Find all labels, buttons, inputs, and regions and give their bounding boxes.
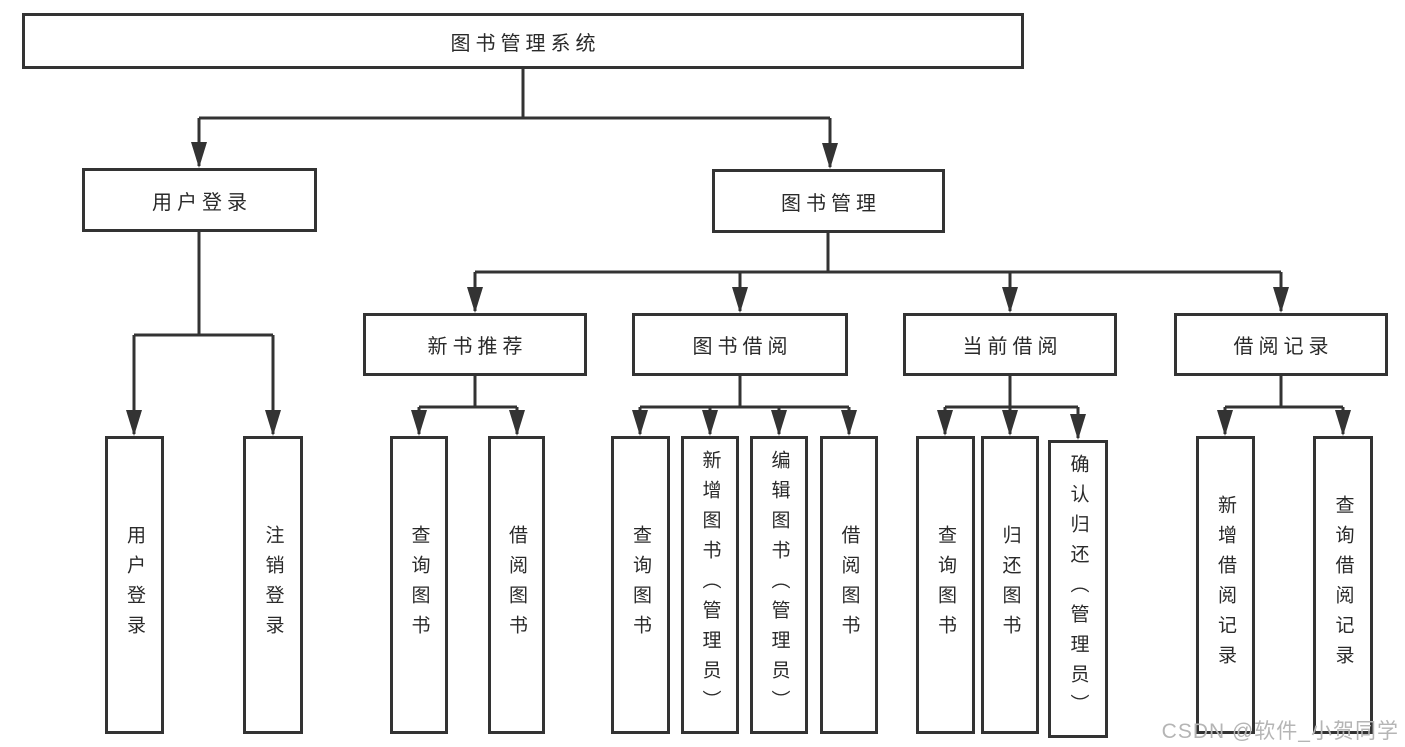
arrowhead-down-icon [937, 410, 953, 436]
leaf-logout: 注销登录 [243, 436, 303, 734]
arrowhead-down-icon [1070, 414, 1086, 440]
leaf-edit-books-admin: 编辑图书（管理员） [750, 436, 808, 734]
node-book-management-label: 图书管理 [781, 192, 881, 215]
arrowhead-down-icon [732, 287, 748, 313]
leaf-borrow-books-recommend: 借阅图书 [488, 436, 545, 734]
node-root: 图书管理系统 [22, 13, 1024, 69]
node-borrow-records-label: 借阅记录 [1233, 336, 1334, 358]
arrowhead-down-icon [702, 410, 718, 436]
arrowhead-down-icon [126, 410, 142, 436]
leaf-borrow-books: 借阅图书 [820, 436, 878, 734]
leaf-user-login-label: 用户登录 [124, 525, 145, 645]
leaf-confirm-return-admin: 确认归还（管理员） [1048, 440, 1108, 738]
arrowhead-down-icon [191, 142, 207, 168]
leaf-return-books: 归还图书 [981, 436, 1039, 734]
arrowhead-down-icon [411, 410, 427, 436]
arrowhead-down-icon [1273, 287, 1289, 313]
arrowhead-down-icon [467, 287, 483, 313]
leaf-edit-books-admin-label: 编辑图书（管理员） [768, 450, 790, 720]
leaf-logout-label: 注销登录 [262, 525, 284, 645]
leaf-borrow-books-recommend-label: 借阅图书 [506, 525, 527, 645]
node-root-label: 图书管理系统 [450, 32, 601, 55]
node-current-borrow-label: 当前借阅 [962, 336, 1063, 358]
arrowhead-down-icon [1002, 410, 1018, 436]
leaf-query-books-borrow-label: 查询图书 [630, 525, 651, 645]
arrowhead-down-icon [265, 410, 281, 436]
arrowhead-down-icon [771, 410, 787, 436]
leaf-add-books-admin-label: 新增图书（管理员） [699, 450, 721, 720]
leaf-query-books-current-label: 查询图书 [935, 525, 956, 645]
leaf-add-borrow-record: 新增借阅记录 [1196, 436, 1255, 734]
arrowhead-down-icon [1002, 287, 1018, 313]
node-user-login: 用户登录 [82, 168, 317, 232]
csdn-watermark: CSDN @软件_小贺同学 [1161, 720, 1399, 743]
leaf-confirm-return-admin-label: 确认归还（管理员） [1067, 454, 1089, 724]
node-current-borrow: 当前借阅 [903, 313, 1117, 376]
arrowhead-down-icon [822, 143, 838, 169]
leaf-return-books-label: 归还图书 [999, 525, 1021, 645]
node-book-borrow-label: 图书借阅 [692, 336, 793, 358]
leaf-query-borrow-record-label: 查询借阅记录 [1332, 495, 1354, 675]
leaf-query-books-recommend: 查询图书 [390, 436, 448, 734]
node-book-management: 图书管理 [712, 169, 945, 233]
node-borrow-records: 借阅记录 [1174, 313, 1388, 376]
leaf-query-books-current: 查询图书 [916, 436, 975, 734]
leaf-user-login: 用户登录 [105, 436, 164, 734]
leaf-borrow-books-label: 借阅图书 [838, 525, 860, 645]
leaf-add-borrow-record-label: 新增借阅记录 [1215, 495, 1236, 675]
leaf-query-books-borrow: 查询图书 [611, 436, 670, 734]
node-new-book-recommend-label: 新书推荐 [427, 336, 528, 358]
leaf-query-books-recommend-label: 查询图书 [408, 525, 430, 645]
arrowhead-down-icon [1217, 410, 1233, 436]
node-book-borrow: 图书借阅 [632, 313, 848, 376]
arrowhead-down-icon [841, 410, 857, 436]
leaf-add-books-admin: 新增图书（管理员） [681, 436, 739, 734]
leaf-query-borrow-record: 查询借阅记录 [1313, 436, 1373, 734]
node-new-book-recommend: 新书推荐 [363, 313, 587, 376]
node-user-login-label: 用户登录 [152, 191, 252, 214]
arrowhead-down-icon [509, 410, 525, 436]
arrowhead-down-icon [1335, 410, 1351, 436]
arrowhead-down-icon [632, 410, 648, 436]
